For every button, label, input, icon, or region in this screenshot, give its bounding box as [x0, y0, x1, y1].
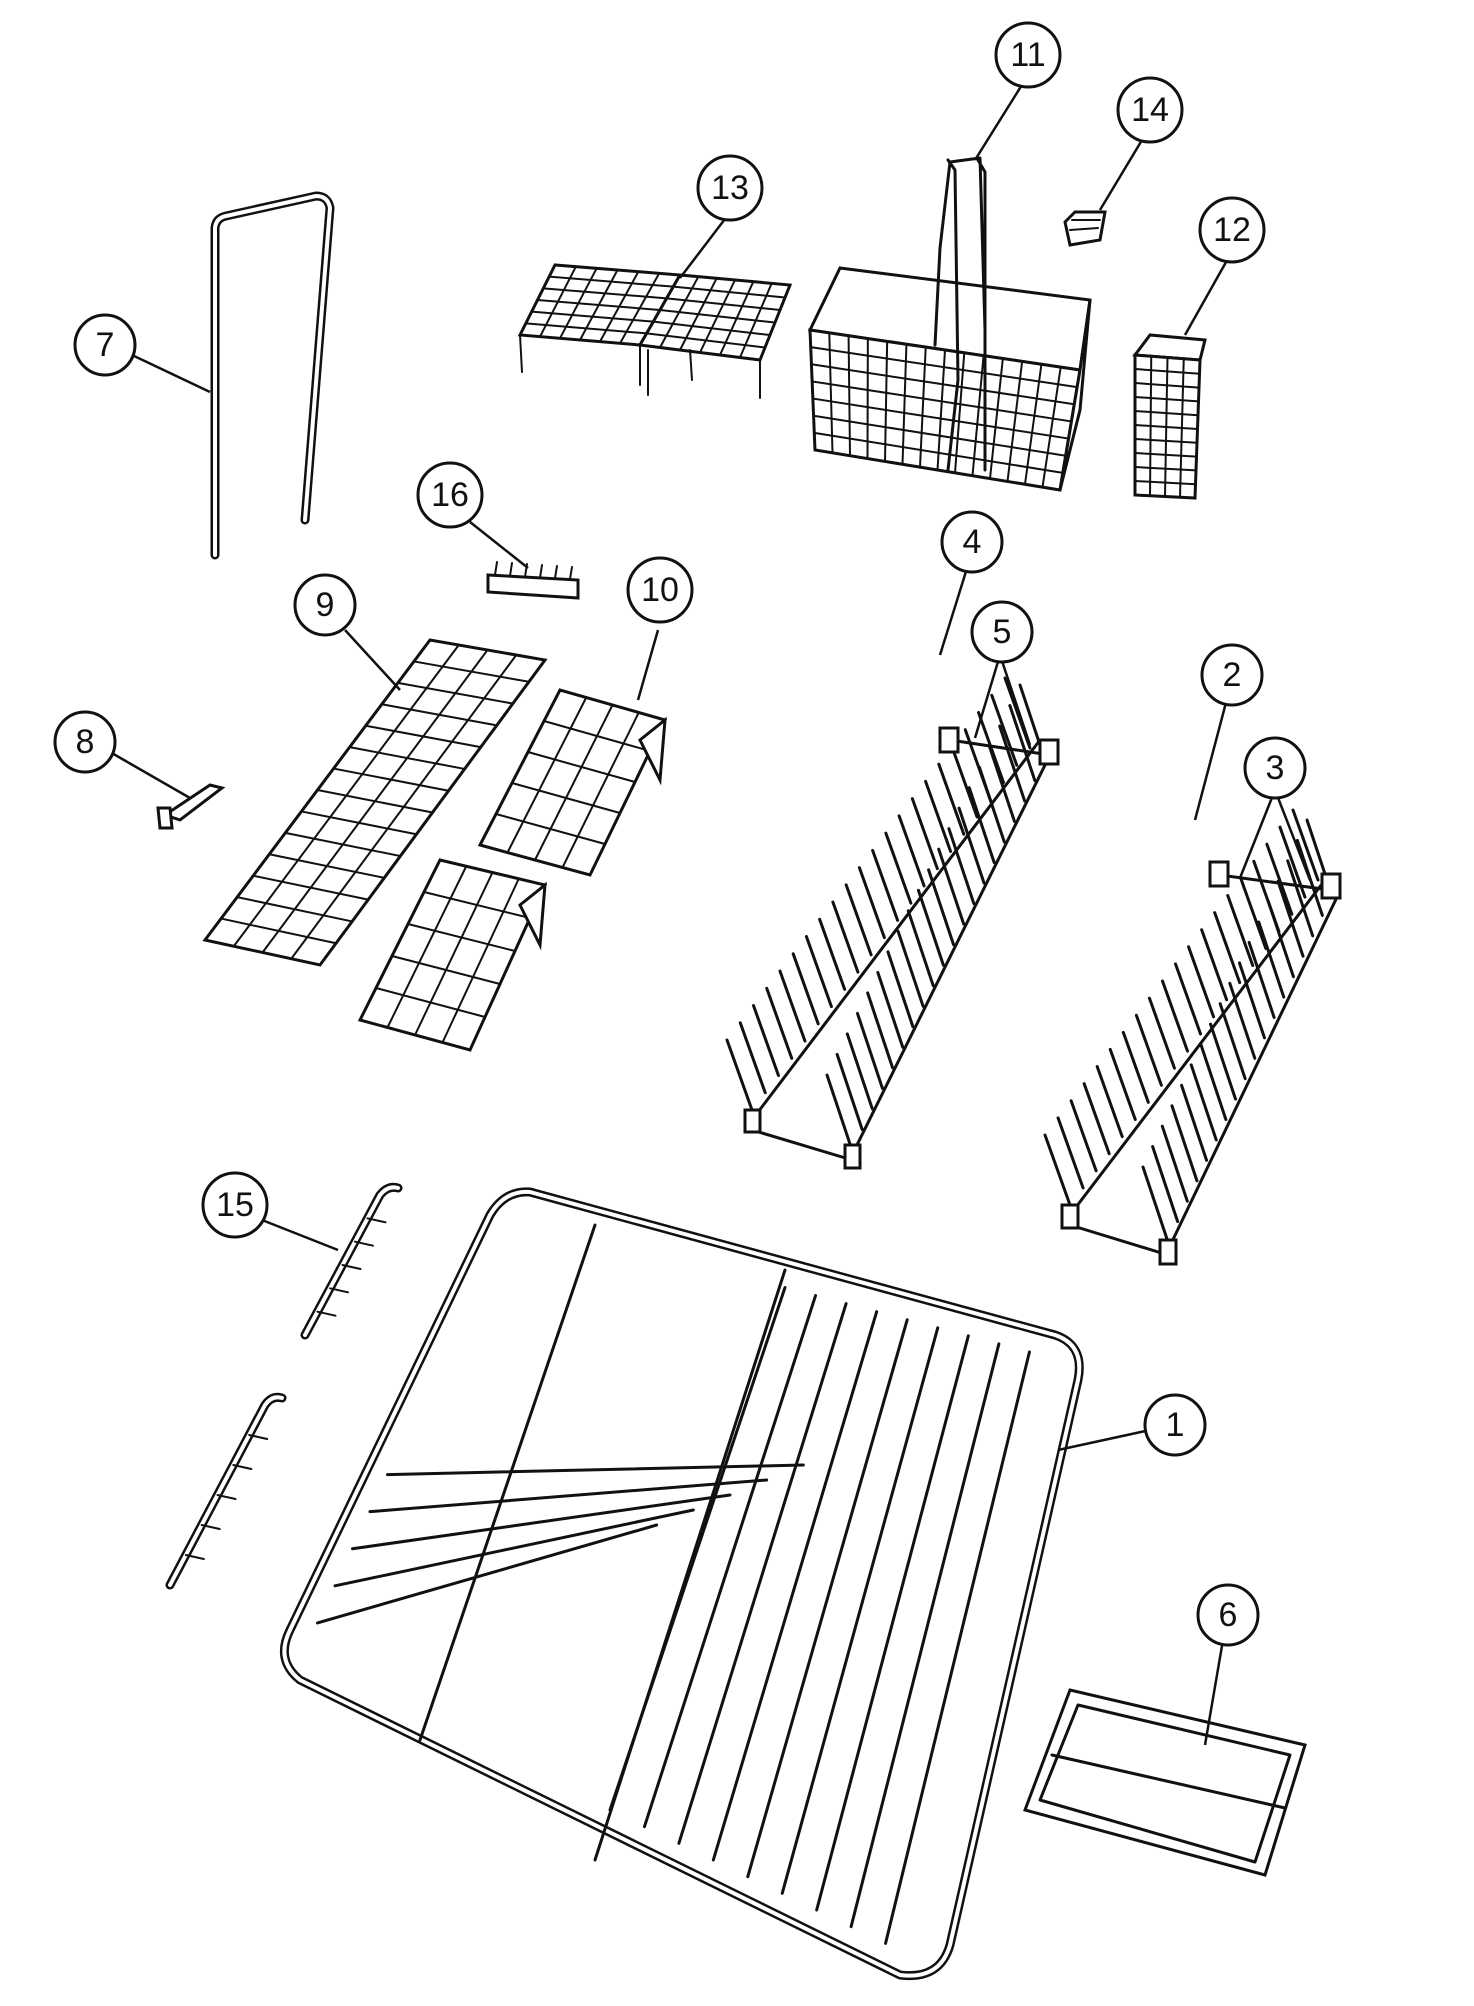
part-13-cup-shelves: [517, 263, 793, 399]
part-14-small-cover: [1063, 210, 1107, 247]
leader-8: [109, 750, 191, 800]
leader-13: [679, 214, 729, 279]
leader-9: [344, 629, 401, 691]
part-2-tine-row: [1043, 808, 1340, 1266]
leader-lines: [109, 79, 1312, 1746]
part-8-bracket: [156, 783, 226, 830]
part-5-tine-axle: [938, 726, 1060, 766]
part-3-tine-axle: [1208, 860, 1342, 900]
callout-4-label: 4: [963, 523, 982, 561]
callout-6-label: 6: [1219, 1596, 1238, 1634]
leader-4: [938, 564, 970, 656]
callout-16-label: 16: [431, 476, 469, 514]
leader-15: [261, 1218, 339, 1252]
leader-14: [1098, 134, 1147, 211]
callout-2-label: 2: [1223, 656, 1242, 694]
callout-12-label: 12: [1213, 211, 1251, 249]
callout-1-label: 1: [1166, 1406, 1185, 1444]
callout-11: 11: [994, 21, 1062, 89]
callout-13: 13: [696, 154, 764, 222]
callout-1: 1: [1143, 1393, 1207, 1457]
callout-8-label: 8: [76, 723, 95, 761]
callout-15: 15: [201, 1171, 269, 1239]
callout-13-label: 13: [711, 169, 749, 207]
callout-2: 2: [1200, 643, 1264, 707]
leader-11: [973, 79, 1027, 161]
leader-5: [973, 654, 1032, 746]
part-7-handle: [210, 191, 335, 560]
callout-9-label: 9: [316, 586, 335, 624]
leader-6: [1203, 1639, 1225, 1746]
leader-1: [1057, 1428, 1151, 1452]
leader-2: [1193, 694, 1230, 821]
leader-16: [469, 521, 529, 569]
callout-3: 3: [1243, 736, 1307, 800]
part-6-tray: [1023, 1688, 1307, 1877]
leader-12: [1183, 254, 1232, 336]
callout-7-label: 7: [96, 326, 115, 364]
callout-16: 16: [416, 461, 484, 529]
leader-3: [1238, 789, 1312, 881]
part-1-lower-rack: [279, 1187, 1084, 1981]
callout-8: 8: [53, 710, 117, 774]
callout-14-label: 14: [1131, 91, 1169, 129]
leader-10: [636, 629, 660, 701]
callout-5: 5: [970, 600, 1034, 664]
callout-4: 4: [940, 510, 1004, 574]
callout-14: 14: [1116, 76, 1184, 144]
callout-10-label: 10: [641, 571, 679, 609]
part-10-folding-shelves: [357, 688, 668, 1052]
callout-11-label: 11: [1010, 36, 1045, 74]
part-4-tine-row: [725, 676, 1052, 1170]
part-9-folding-shelf: [202, 638, 548, 967]
callout-10: 10: [626, 556, 694, 624]
callout-5-label: 5: [993, 613, 1012, 651]
callout-15-label: 15: [216, 1186, 254, 1224]
part-15-rails: [165, 1182, 403, 1590]
callout-9: 9: [293, 573, 357, 637]
part-11-cutlery-basket: [807, 156, 1092, 492]
leader-7: [131, 353, 211, 394]
part-12-small-basket: [1132, 333, 1207, 500]
part-16-clip: [486, 561, 580, 600]
callout-12: 12: [1198, 196, 1266, 264]
callout-6: 6: [1196, 1583, 1260, 1647]
callout-3-label: 3: [1266, 749, 1285, 787]
callout-7: 7: [73, 313, 137, 377]
